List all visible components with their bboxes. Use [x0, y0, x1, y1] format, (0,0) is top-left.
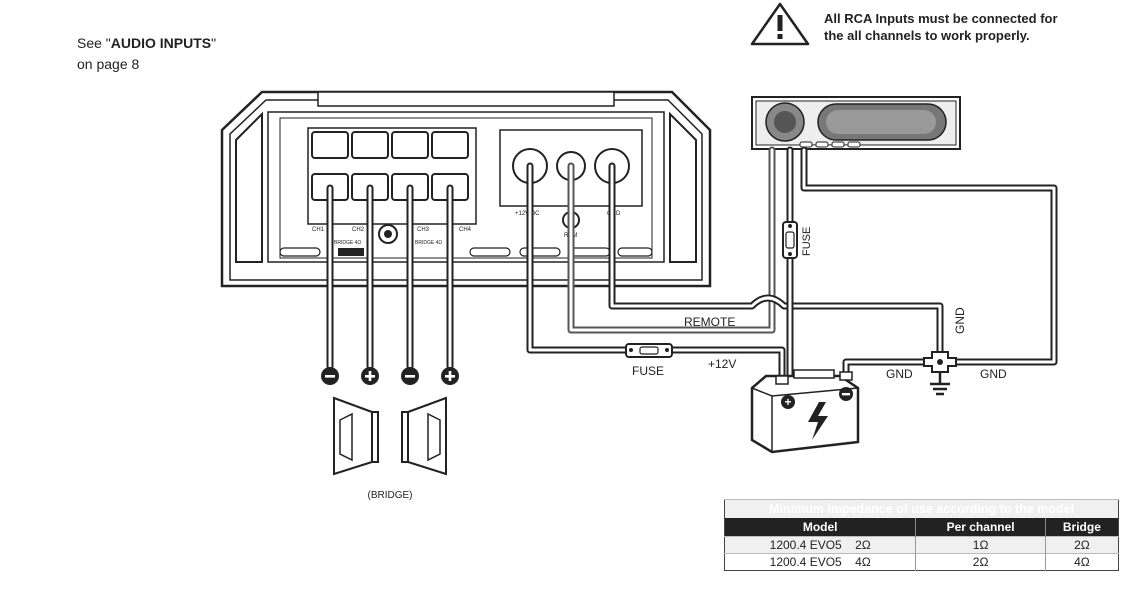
table-header-model: Model — [724, 518, 916, 537]
head-unit-fuse — [782, 221, 798, 259]
table-row: 1200.4 EVO5 2Ω 1Ω 2Ω — [724, 536, 1119, 554]
bridge-label-b: BRIDGE 4Ω — [415, 240, 442, 246]
plus12v-label: +12V — [708, 357, 736, 371]
table-title: Minimum impedance of use according to th… — [724, 499, 1119, 518]
battery: + — [750, 369, 860, 454]
table-cell-bridge: 2Ω — [1044, 536, 1119, 554]
speaker-left — [333, 396, 379, 476]
lightning-icon — [808, 402, 828, 440]
gnd-label-right: GND — [980, 367, 1007, 381]
fuse-inline-label: FUSE — [632, 364, 664, 378]
rca-warning-text: All RCA Inputs must be connected for the… — [824, 10, 1058, 44]
note-bold: AUDIO INPUTS — [110, 35, 212, 51]
bridge-label-a: BRIDGE 4Ω — [334, 240, 361, 246]
table-cell-per-channel: 2Ω — [915, 553, 1046, 571]
main-power-fuse — [625, 343, 673, 358]
ch2-label: CH2 — [352, 227, 365, 233]
impedance-table: Minimum impedance of use according to th… — [724, 499, 1119, 571]
remote-label: REMOTE — [684, 315, 735, 329]
ch1-label: CH1 — [312, 227, 325, 233]
note-prefix: See " — [77, 35, 111, 51]
warning-icon — [750, 2, 810, 46]
note-line2: on page 8 — [77, 56, 140, 72]
battery-positive-icon — [781, 395, 795, 409]
svg-text:+: + — [784, 395, 791, 409]
fuse-vertical-label: FUSE — [801, 227, 813, 256]
table-cell-bridge: 4Ω — [1044, 553, 1119, 571]
table-cell-per-channel: 1Ω — [915, 536, 1046, 554]
table-header-bridge: Bridge — [1044, 518, 1119, 537]
warning-line1: All RCA Inputs must be connected for — [824, 11, 1058, 26]
table-cell-model: 1200.4 EVO5 4Ω — [724, 553, 916, 571]
table-row: 1200.4 EVO5 4Ω 2Ω 4Ω — [724, 553, 1119, 571]
bridge-caption: (BRIDGE) — [368, 490, 413, 501]
note-suffix: " — [211, 35, 217, 51]
table-header-per-channel: Per channel — [915, 518, 1046, 537]
table-cell-model: 1200.4 EVO5 2Ω — [724, 536, 916, 554]
speaker-terminals — [321, 367, 459, 385]
head-unit — [751, 96, 961, 150]
wires — [326, 146, 1058, 384]
gnd-label-left: GND — [886, 367, 913, 381]
chassis-ground-icon — [930, 382, 950, 396]
ch4-label: CH4 — [459, 227, 472, 233]
gnd-label-vertical: GND — [953, 307, 967, 334]
audio-inputs-note: See "AUDIO INPUTS" on page 8 — [77, 33, 216, 75]
speaker-right — [401, 396, 447, 476]
amplifier: CH1 CH2 CH3 CH4 BRIDGE 4Ω BRIDGE 4Ω +12V… — [220, 90, 712, 288]
ground-junction — [923, 351, 957, 384]
ch3-label: CH3 — [417, 227, 430, 233]
warning-line2: the all channels to work properly. — [824, 28, 1030, 43]
